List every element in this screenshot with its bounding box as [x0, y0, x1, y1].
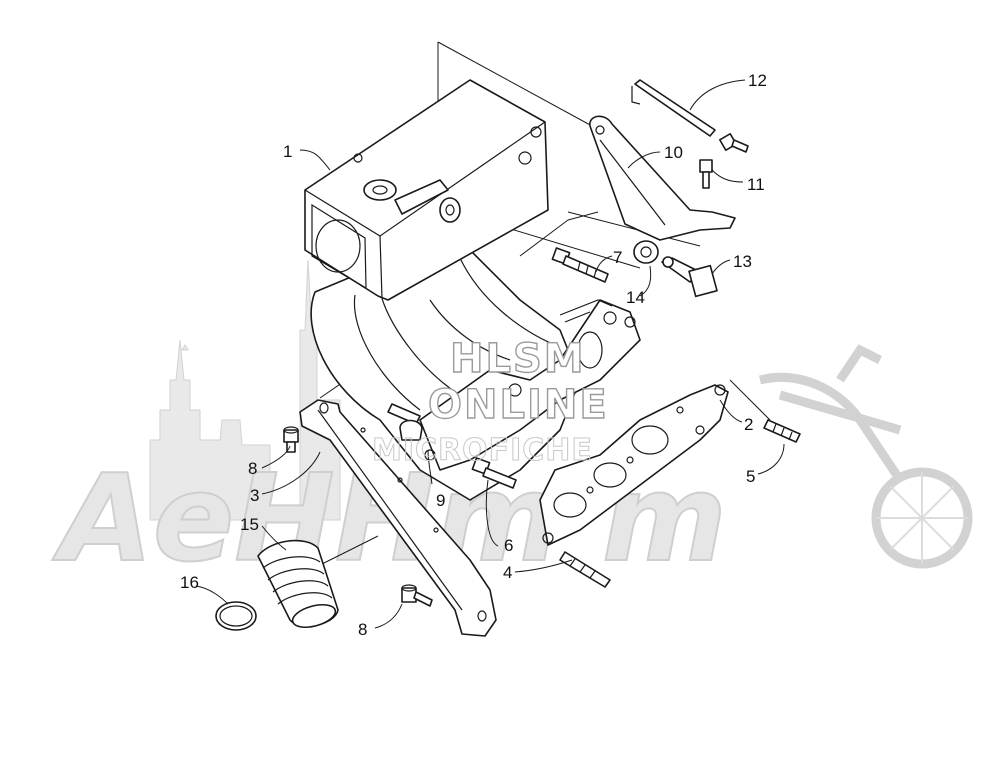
watermark-overlay: HLSM ONLINE MICROFICHE [372, 335, 609, 468]
watermark-line-1: HLSM [450, 336, 586, 382]
part-15-bellows-boot[interactable] [257, 539, 339, 632]
callout-numbers: 1 2 3 4 5 6 7 8 8 9 10 11 12 13 14 15 16 [180, 71, 767, 639]
callout-15: 15 [240, 515, 259, 534]
watermark-line-3: MICROFICHE [372, 433, 593, 468]
callout-5: 5 [746, 467, 755, 486]
callout-9: 9 [436, 491, 445, 510]
watermark-skyline [149, 259, 341, 521]
callout-7: 7 [613, 248, 622, 267]
bolt-11-a [719, 133, 749, 153]
callout-10: 10 [664, 143, 683, 162]
part-11-bolts[interactable] [699, 133, 749, 189]
part-14-washer[interactable] [633, 240, 659, 264]
callout-16: 16 [180, 573, 199, 592]
callout-2: 2 [744, 415, 753, 434]
callout-8-lower: 8 [358, 620, 367, 639]
part-3-brace-arm[interactable] [299, 399, 497, 637]
part-4-stud[interactable] [559, 551, 611, 588]
bolt-11-b [699, 159, 713, 189]
part-8-bolt-upper[interactable] [283, 426, 299, 453]
callout-14: 14 [626, 288, 645, 307]
callout-1: 1 [283, 142, 292, 161]
callout-6: 6 [504, 536, 513, 555]
watermark-line-2: ONLINE [428, 382, 609, 428]
part-7-bolt[interactable] [551, 247, 609, 283]
callout-leaders [195, 79, 785, 629]
callout-13: 13 [733, 252, 752, 271]
part-16-clip-ring[interactable] [215, 601, 257, 631]
callout-12: 12 [748, 71, 767, 90]
watermark-motorcycle-spokes [876, 472, 968, 564]
part-10-bracket[interactable] [589, 115, 736, 241]
part-6-bolt[interactable] [471, 457, 517, 489]
part-pivot-bolt[interactable] [387, 403, 423, 441]
callout-8-upper: 8 [248, 459, 257, 478]
callout-4: 4 [503, 563, 512, 582]
part-5-stud[interactable] [763, 419, 801, 443]
part-12-strap[interactable] [631, 79, 716, 137]
part-8-bolt-lower[interactable] [401, 584, 433, 607]
part-9-flange-gasket[interactable] [419, 299, 641, 471]
part-13-temperature-sensor[interactable] [661, 256, 718, 298]
callout-11: 11 [747, 175, 765, 194]
callout-3: 3 [250, 486, 259, 505]
